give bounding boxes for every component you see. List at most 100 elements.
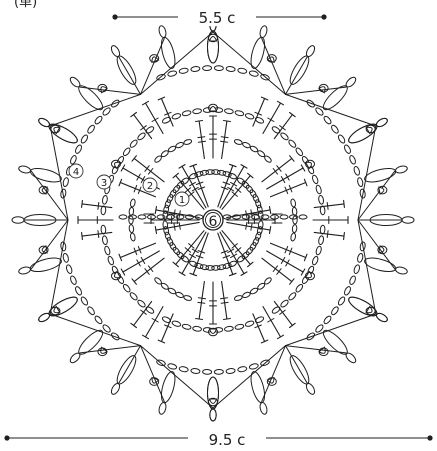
round2-stitch-bar <box>277 166 281 172</box>
fan-tip-chain <box>158 402 167 415</box>
round2-chain <box>183 139 192 146</box>
round3-chain <box>102 235 108 244</box>
round1-chain <box>241 180 250 189</box>
fan-stitch <box>358 171 395 220</box>
round-marker-1-label: 1 <box>179 195 185 206</box>
round-marker-3: 3 <box>97 175 111 189</box>
round1-stitch-bar <box>251 223 252 230</box>
round1-stitch-top <box>241 272 247 276</box>
round-marker-1: 1 <box>175 192 189 206</box>
fan-stitch <box>80 346 140 353</box>
bottom-dimension-right-dot <box>427 435 432 440</box>
round4-chain <box>74 144 82 154</box>
round2-chain <box>292 207 297 215</box>
round4-chain <box>323 115 333 125</box>
round1-chain <box>236 254 245 263</box>
round2-chain <box>154 277 163 286</box>
fan-stitch <box>213 32 286 94</box>
round1-stitch-bar <box>174 223 175 230</box>
round4-chain <box>337 134 346 144</box>
round2-chain <box>129 216 133 224</box>
round1-chain <box>217 170 226 176</box>
top-dimension-label: 5.5 c <box>199 9 236 27</box>
round2-stitch-bar <box>137 174 141 180</box>
round4-chain <box>179 68 189 74</box>
round2-chain <box>167 145 176 153</box>
fan-petal <box>208 377 219 409</box>
round1-stitch-bar <box>228 187 234 191</box>
round2-stitch-bar <box>286 260 290 266</box>
round3-chain <box>122 283 131 293</box>
round3-stitch-bar <box>152 118 158 122</box>
round-marker-4-label: 4 <box>73 167 79 178</box>
round2-chain <box>249 145 258 153</box>
round2-stitch-bar <box>198 302 205 303</box>
fan-stitch <box>358 220 376 314</box>
fan-tip-chain <box>395 266 408 275</box>
round1-stitch-top <box>270 207 271 214</box>
round3-bobble <box>210 107 217 112</box>
fan-tip-chain <box>18 165 31 174</box>
middle-row-chain <box>119 215 127 219</box>
round3-stitch <box>82 204 112 208</box>
fan-tip-chain <box>37 312 51 324</box>
round-marker-2: 2 <box>143 178 157 192</box>
round2-chain <box>175 291 184 298</box>
round2-chain <box>290 233 296 242</box>
round2-stitch-bar <box>281 177 285 183</box>
round2-stitch-top <box>224 319 231 320</box>
round3-stitch <box>134 115 152 139</box>
round4-chain <box>167 70 177 77</box>
round2-stitch-bar <box>286 174 290 180</box>
fan-tip-chain <box>395 165 408 174</box>
fan-stitch <box>358 126 376 220</box>
round4-chain <box>86 124 95 134</box>
round1-chain <box>164 199 171 208</box>
round2-chain <box>290 199 296 208</box>
round2-stitch-bar <box>149 266 153 272</box>
fan-tip-chain <box>210 409 216 421</box>
round2-chain <box>129 207 134 215</box>
round3-stitch-top <box>82 233 83 240</box>
round4-chain <box>65 264 72 274</box>
round2-stitch-bar <box>221 141 228 142</box>
round4-chain <box>62 253 69 263</box>
round2-stitch-bar <box>199 141 206 142</box>
round3-chain <box>129 139 138 149</box>
center-ring-label: 6 <box>209 214 218 230</box>
round4-chain <box>353 166 360 176</box>
round2-stitch-top <box>196 319 203 320</box>
round3-stitch-top <box>131 323 137 327</box>
round2-chain <box>167 287 176 295</box>
round2-chain <box>234 295 243 302</box>
round3-stitch-bar <box>141 126 147 130</box>
round3-chain <box>315 246 322 256</box>
fan-tip-chain <box>110 382 122 396</box>
round1-stitch-bar <box>246 211 247 218</box>
round1-stitch-top <box>179 272 185 276</box>
round3-chain <box>145 125 155 134</box>
fan-petal <box>208 31 219 63</box>
fan-stitch <box>31 171 68 220</box>
fan-stitch <box>119 346 141 383</box>
round2-stitch-top <box>121 165 125 171</box>
round4-chain <box>214 369 223 374</box>
round1-stitch-bar <box>179 222 180 229</box>
fan-stitch <box>141 346 214 408</box>
round3-chain <box>311 174 319 184</box>
fan-tip-chain <box>158 25 167 38</box>
fan-tip-chain <box>259 25 268 38</box>
round3-stitch-bar <box>327 231 328 238</box>
round2-stitch-bar <box>273 266 277 272</box>
round4-chain <box>226 66 235 72</box>
round2-stitch <box>199 121 204 159</box>
round-markers: 1 2 3 4 <box>69 164 189 206</box>
round2-stitch-bar <box>198 137 205 138</box>
fan-stitch <box>119 57 141 94</box>
fan-stitch <box>50 126 68 220</box>
round3-chain <box>235 110 245 117</box>
round3-stitch-top <box>143 335 149 339</box>
fan-tip-chain <box>37 117 51 129</box>
round3-stitch-top <box>344 233 345 240</box>
round2-chain <box>183 295 192 302</box>
